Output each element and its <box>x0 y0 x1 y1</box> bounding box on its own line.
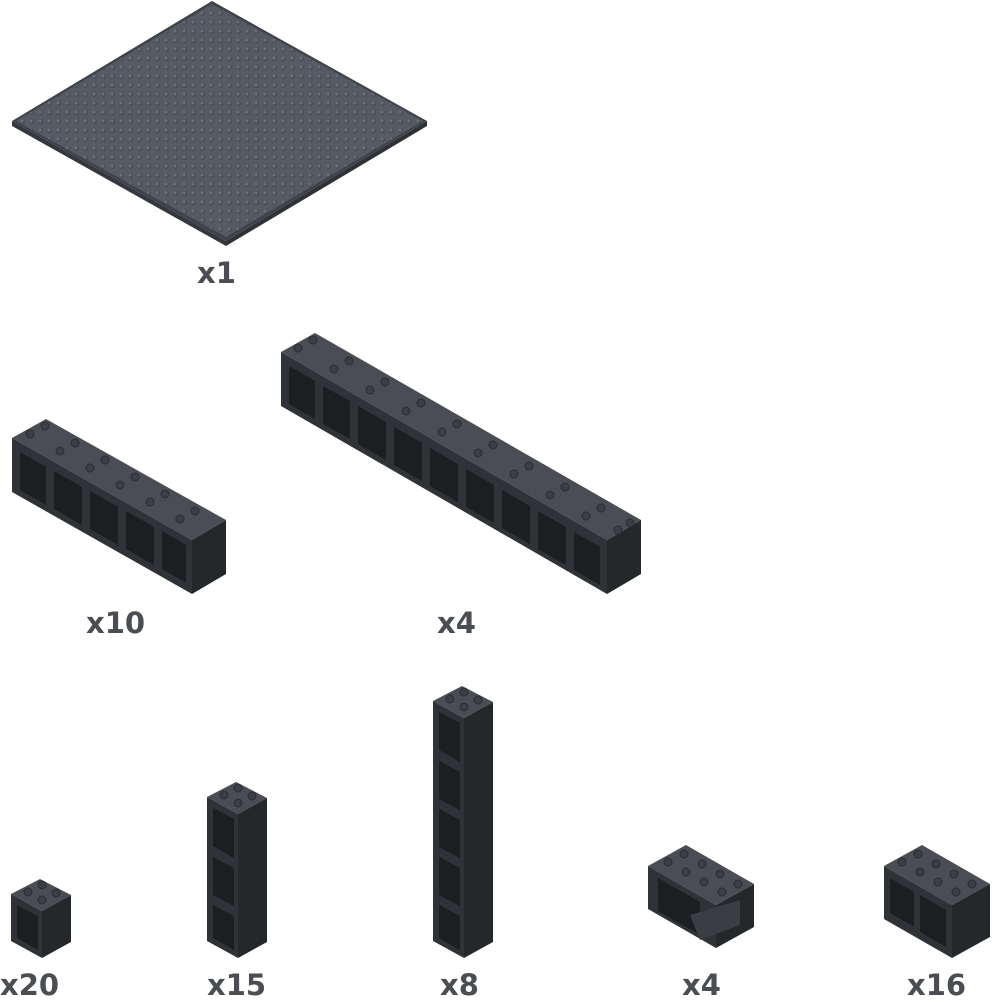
column-1x2x5-part <box>433 686 493 958</box>
quantity-brick-1x6: x10 <box>86 606 146 640</box>
panel-part <box>648 845 754 948</box>
quantity-brick-1x10: x4 <box>437 606 476 640</box>
quantity-panel: x4 <box>682 968 721 1002</box>
column-1x2x3-part <box>207 782 267 958</box>
brick-1x3-part <box>884 845 990 958</box>
brick-1x6-part <box>12 419 226 594</box>
quantity-column-1x2x5: x8 <box>440 968 479 1002</box>
baseplate-part <box>12 1 427 246</box>
brick-1x2-part <box>11 879 71 958</box>
brick-1x10-part <box>281 333 641 594</box>
quantity-brick-1x2: x20 <box>0 968 60 1002</box>
quantity-brick-1x3: x16 <box>907 968 967 1002</box>
quantity-column-1x2x3: x15 <box>207 968 267 1002</box>
quantity-baseplate: x1 <box>197 256 236 290</box>
